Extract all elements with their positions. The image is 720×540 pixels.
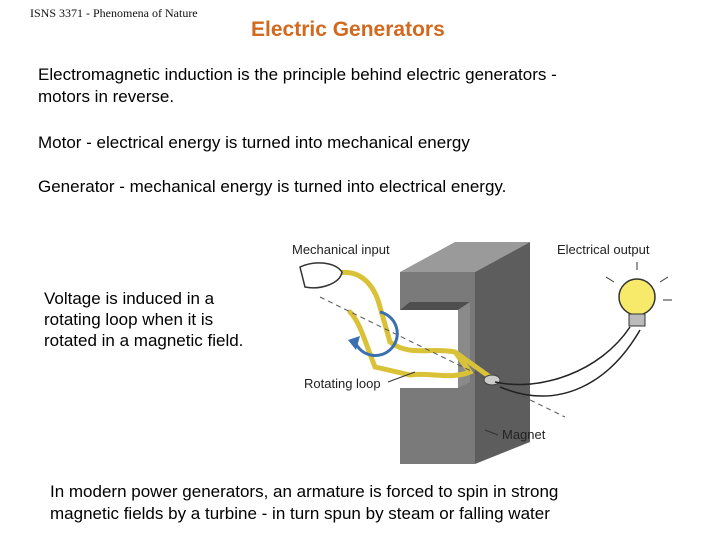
intro-paragraph: Electromagnetic induction is the princip… xyxy=(38,64,678,108)
mechanical-input-label: Mechanical input xyxy=(292,242,390,257)
modern-line-1: In modern power generators, an armature … xyxy=(50,482,559,501)
slip-ring-icon xyxy=(483,374,501,386)
intro-line-2: motors in reverse. xyxy=(38,87,175,106)
rotation-axis xyxy=(319,296,566,418)
generator-diagram: Mechanical input Electrical output Rotat… xyxy=(292,242,672,464)
voltage-caption: Voltage is induced in a rotating loop wh… xyxy=(44,288,294,351)
modern-line-2: magnetic fields by a turbine - in turn s… xyxy=(50,504,550,523)
rotation-arrow-icon xyxy=(353,310,399,357)
generator-text: Generator - mechanical energy is turned … xyxy=(38,177,507,196)
voltage-line-3: rotated in a magnetic field. xyxy=(44,331,244,350)
electrical-output-label: Electrical output xyxy=(557,242,650,257)
light-bulb-icon xyxy=(605,262,672,327)
hand-icon xyxy=(299,262,343,289)
modern-generators-text: In modern power generators, an armature … xyxy=(50,481,710,525)
page-title: Electric Generators xyxy=(251,18,445,41)
rotating-loop-label: Rotating loop xyxy=(304,376,381,391)
intro-line-1: Electromagnetic induction is the princip… xyxy=(38,65,557,84)
magnet-pointer xyxy=(484,429,499,436)
magnet-icon xyxy=(400,242,530,464)
course-header: ISNS 3371 - Phenomena of Nature xyxy=(30,6,198,20)
motor-text: Motor - electrical energy is turned into… xyxy=(38,133,470,152)
voltage-line-1: Voltage is induced in a xyxy=(44,289,215,308)
rotating-loop-pointer xyxy=(387,371,416,383)
magnet-label: Magnet xyxy=(502,427,546,442)
voltage-line-2: rotating loop when it is xyxy=(44,310,214,329)
output-wire xyxy=(494,326,631,386)
